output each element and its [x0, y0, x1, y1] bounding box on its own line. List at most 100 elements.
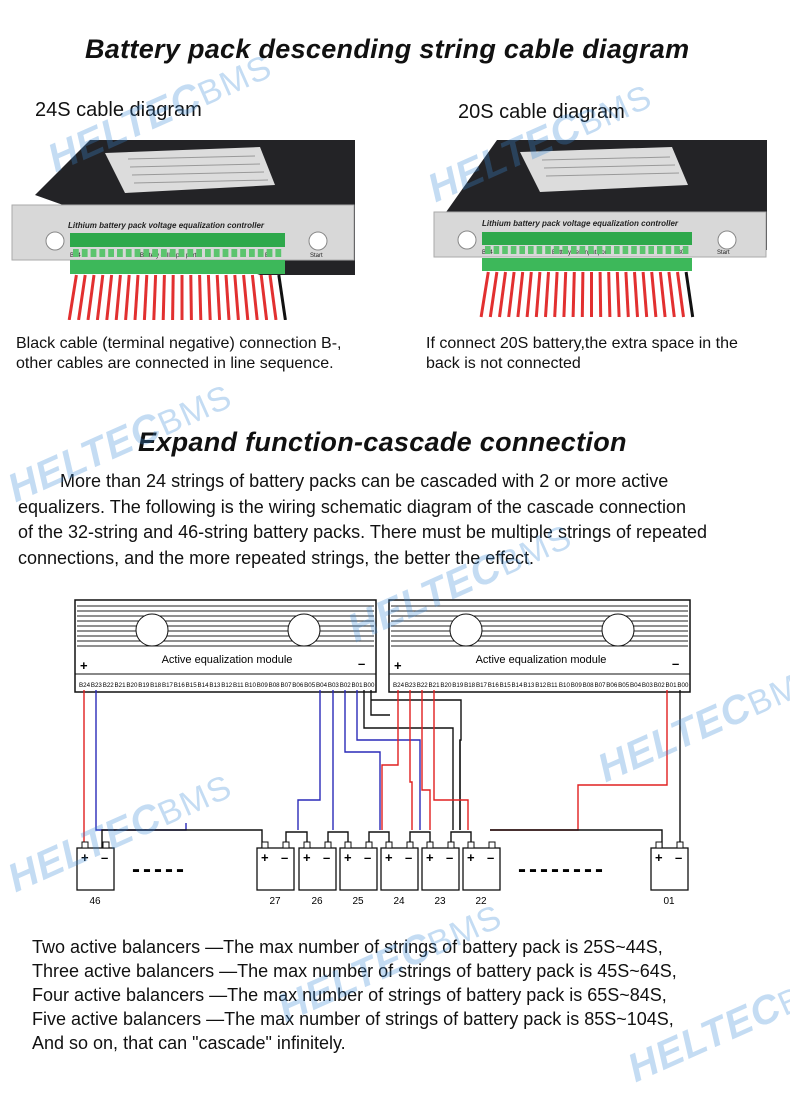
cell-plus: + [467, 850, 475, 865]
terminal-label: B02 [654, 682, 666, 689]
terminal-label: B09 [571, 682, 583, 689]
cell-number: 46 [89, 896, 101, 907]
wire-m1-b02 [356, 690, 421, 830]
cell-plus: + [261, 850, 269, 865]
terminal-label: B12 [535, 682, 547, 689]
device-label-20s: Lithium battery pack voltage equalizatio… [482, 219, 679, 228]
wire-m2-b01 [490, 690, 668, 831]
dashes-right: -------- [518, 856, 606, 883]
paragraph-line-2: equalizers. The following is the wiring … [18, 496, 687, 517]
terminal-label: B08 [583, 682, 595, 689]
terminal-label: B13 [209, 682, 221, 689]
note-line-4: Five active balancers —The max number of… [32, 1009, 674, 1029]
note-line-2: Three active balancers —The max number o… [32, 961, 677, 981]
terminal-label: B14 [198, 682, 210, 689]
device-photo-24s: Lithium battery pack voltage equalizatio… [11, 140, 355, 320]
terminal-label: B10 [559, 682, 571, 689]
series-link [285, 831, 308, 842]
heading-24s: 24S cable diagram [35, 99, 202, 121]
cell-number: 25 [352, 896, 364, 907]
wire-m2-b22 [421, 690, 431, 830]
battery-cell: +–26 [298, 841, 337, 907]
wire-m2-b24 [381, 690, 399, 830]
battery-cell: +–27 [256, 841, 295, 907]
start-label-20s: Start [717, 250, 730, 256]
caption-24s-line2: other cables are connected in line seque… [16, 355, 334, 372]
start-label-24s: Start [310, 253, 323, 259]
caption-20s-line1: If connect 20S battery,the extra space i… [426, 335, 738, 352]
series-link-46-27 [101, 829, 263, 848]
terminal-label: B16 [174, 682, 186, 689]
module-2-plus: + [394, 658, 402, 673]
note-line-5: And so on, that can "cascade" infinitely… [32, 1033, 346, 1053]
wire-m2-b21 [433, 690, 469, 830]
caption-20s: If connect 20S battery,the extra space i… [426, 334, 786, 374]
terminal-label: B23 [405, 682, 417, 689]
device-label-24s: Lithium battery pack voltage equalizatio… [68, 221, 265, 230]
terminal-label: B10 [245, 682, 257, 689]
module-1-label: Active equalization module [162, 654, 293, 666]
cell-minus: – [675, 850, 682, 865]
terminal-label: B22 [417, 682, 429, 689]
series-link [327, 831, 349, 842]
terminal-label: B20 [440, 682, 452, 689]
paragraph-line-3: of the 32-string and 46-string battery p… [18, 522, 708, 542]
terminal-label: B03 [642, 682, 654, 689]
terminal-label: B20 [126, 682, 138, 689]
battery-cell: +–01 [650, 841, 689, 907]
wire-m2-b23 [409, 690, 413, 830]
battery-cell: +–23 [421, 841, 460, 907]
cell-number: 23 [434, 896, 446, 907]
terminal-label: B07 [280, 682, 292, 689]
series-link [368, 831, 390, 842]
battery-cell: +– 22 [462, 841, 501, 907]
cascade-paragraph: More than 24 strings of battery packs ca… [18, 469, 778, 571]
terminal-label: B00 [677, 682, 689, 689]
terminal-label: B15 [500, 682, 512, 689]
cell-minus: – [101, 850, 108, 865]
cell-minus: – [405, 850, 412, 865]
wire-m1-b01 [363, 690, 454, 830]
terminal-label: B06 [292, 682, 304, 689]
module-2-minus: – [672, 656, 679, 671]
cell-minus: – [487, 850, 494, 865]
terminal-label: B11 [547, 682, 558, 689]
terminal-label: B13 [523, 682, 535, 689]
terminal-label: B18 [464, 682, 476, 689]
cell-number: 22 [475, 896, 487, 907]
terminal-label: B07 [594, 682, 606, 689]
caption-24s-line1: Black cable (terminal negative) connecti… [16, 335, 342, 352]
terminal-label: B19 [452, 682, 464, 689]
terminal-label: B23 [91, 682, 103, 689]
terminal-label: B02 [340, 682, 352, 689]
cell-minus: – [364, 850, 371, 865]
cell-plus: + [81, 850, 89, 865]
paragraph-line-1: More than 24 strings of battery packs ca… [60, 471, 669, 491]
cell-plus: + [426, 850, 434, 865]
wire-m1-b23 [95, 690, 187, 831]
terminal-label: B03 [328, 682, 340, 689]
terminal-label: B14 [512, 682, 524, 689]
dashes-left: ----- [132, 856, 187, 883]
module-1-plus: + [80, 658, 88, 673]
terminal-label: B04 [630, 682, 642, 689]
terminal-label: B12 [221, 682, 233, 689]
terminal-label: B17 [476, 682, 488, 689]
battery-cell: +– 46 [76, 841, 115, 907]
balancer-notes: Two active balancers —The max number of … [32, 935, 677, 1055]
cell-plus: + [655, 850, 663, 865]
terminal-label: B05 [618, 682, 630, 689]
note-line-1: Two active balancers —The max number of … [32, 937, 663, 957]
note-line-3: Four active balancers —The max number of… [32, 985, 667, 1005]
caption-20s-line2: back is not connected [426, 355, 581, 372]
section-title-cascade: Expand function-cascade connection [138, 427, 627, 457]
terminal-label: B00 [363, 682, 375, 689]
wire-m1-neg [371, 699, 462, 830]
device-photo-20s: Lithium battery pack voltage equalizatio… [433, 140, 767, 318]
cell-plus: + [303, 850, 311, 865]
terminal-label: B21 [429, 682, 441, 689]
module-1-minus: – [358, 656, 365, 671]
battery-cell: +–25 [339, 841, 378, 907]
cell-minus: – [323, 850, 330, 865]
wire-m1-b05 [297, 690, 321, 830]
